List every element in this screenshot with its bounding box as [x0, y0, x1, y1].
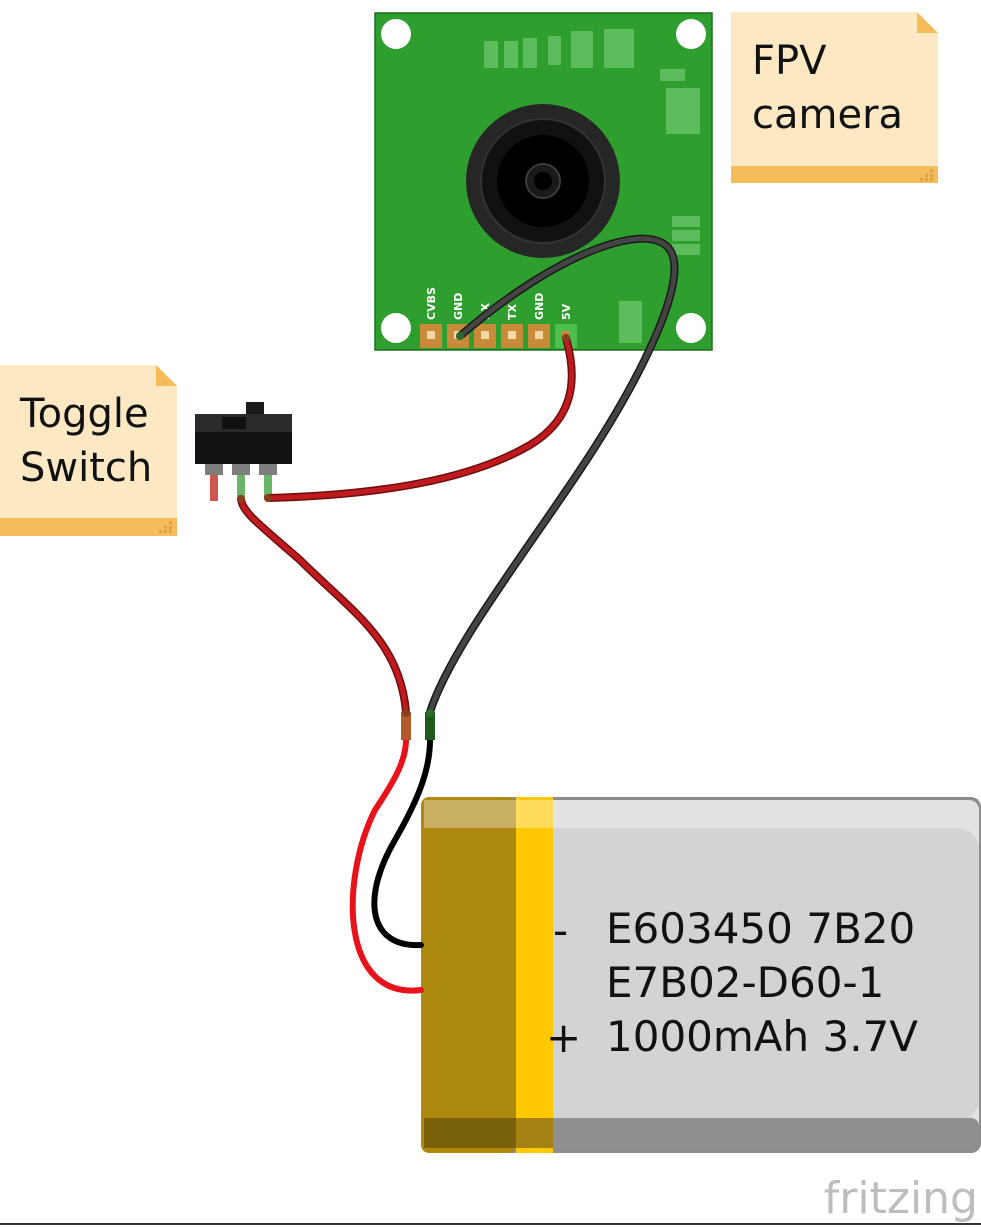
switch-pin-base	[205, 464, 223, 475]
switch-pin-left	[210, 475, 218, 501]
mounting-hole	[676, 313, 706, 343]
battery-lead-red[interactable]	[349, 737, 424, 994]
camera-lens	[466, 104, 620, 258]
note-paper	[0, 365, 177, 518]
lipo-battery[interactable]: - + E603450 7B20 E7B02-D60-1 1000mAh 3.7…	[421, 797, 981, 1153]
mounting-hole	[381, 19, 411, 49]
wire-ground[interactable]	[427, 236, 677, 715]
note-fpv-camera[interactable]: FPV camera	[731, 12, 938, 183]
smd-components	[484, 29, 700, 343]
switch-pin-base	[259, 464, 277, 475]
switch-pin-base	[232, 464, 250, 475]
pin-label-tx: TX	[506, 303, 519, 320]
note-toggle-switch[interactable]: Toggle Switch	[0, 365, 177, 536]
battery-wrap-yellow	[516, 797, 553, 1153]
note-switch-line2: Switch	[20, 445, 152, 491]
mounting-hole	[676, 19, 706, 49]
note-switch-line1: Toggle	[19, 391, 149, 437]
battery-face	[424, 828, 979, 1121]
note-bar	[0, 518, 177, 536]
pin-label-gnd-2: GND	[533, 293, 546, 320]
note-paper	[731, 12, 938, 166]
note-camera-line1: FPV	[752, 38, 827, 84]
switch-pin-middle	[237, 475, 245, 499]
connector-black	[425, 712, 435, 740]
wire-battery-to-switch[interactable]	[238, 496, 409, 715]
fritzing-logo: fritzing	[824, 1173, 978, 1224]
battery-wrap-gold	[421, 797, 516, 1153]
switch-actuator	[246, 402, 264, 416]
pin-label-gnd: GND	[452, 293, 465, 320]
battery-label-line2: E7B02-D60-1	[606, 958, 884, 1007]
battery-lead-black[interactable]	[371, 737, 433, 949]
battery-plus-symbol: +	[546, 1013, 581, 1062]
toggle-switch[interactable]	[195, 402, 292, 501]
wire-endpoints	[237, 332, 570, 717]
battery-label-line3: 1000mAh 3.7V	[606, 1012, 918, 1061]
battery-minus-symbol: -	[553, 906, 568, 955]
fpv-camera-board[interactable]: CVBS GND RX TX GND 5V	[374, 12, 713, 351]
note-resize-grip	[920, 169, 933, 181]
switch-body	[195, 432, 292, 464]
pin-label-5v: 5V	[560, 303, 573, 320]
connector-red	[401, 712, 411, 740]
note-resize-grip	[159, 521, 172, 533]
note-bar	[731, 166, 938, 183]
note-fold	[917, 12, 938, 33]
mounting-hole	[381, 313, 411, 343]
battery-label-line1: E603450 7B20	[606, 904, 915, 953]
wires	[237, 234, 679, 994]
wire-switch-to-5v[interactable]	[265, 335, 575, 501]
note-fold	[156, 365, 177, 386]
pin-label-cvbs: CVBS	[425, 287, 438, 320]
note-camera-line2: camera	[752, 92, 903, 138]
camera-header	[420, 324, 577, 348]
wire-red-outline	[264, 334, 576, 502]
switch-pin-right	[264, 475, 272, 499]
